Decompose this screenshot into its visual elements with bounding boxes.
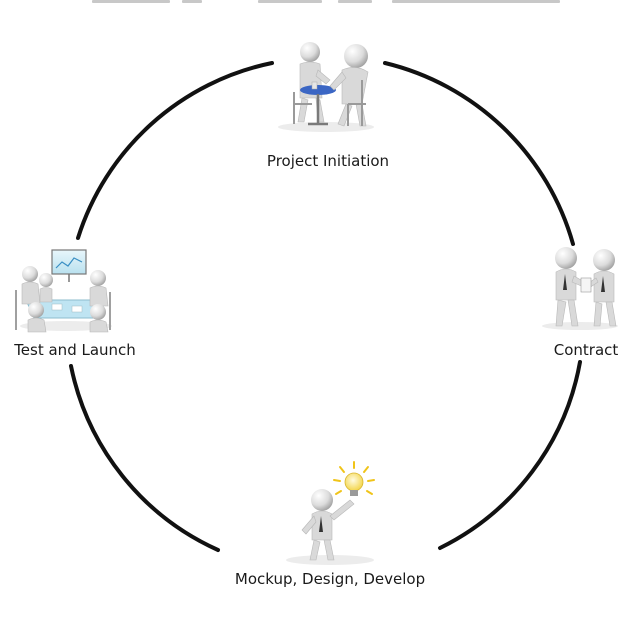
cycle-ring <box>69 61 582 552</box>
stage-label-contract: Contract <box>554 341 619 359</box>
test-launch-illustration <box>15 249 112 333</box>
stage-label-mockup-design-develop: Mockup, Design, Develop <box>235 570 425 588</box>
arc-test-to-initiation <box>76 61 274 240</box>
contract-illustration <box>542 247 618 330</box>
stage-label-project-initiation: Project Initiation <box>267 152 389 170</box>
arc-initiation-to-contract <box>383 61 575 246</box>
arc-contract-to-develop <box>438 360 582 550</box>
arc-develop-to-test <box>69 364 220 552</box>
project-initiation-illustration <box>278 42 374 132</box>
develop-idea-illustration <box>286 461 375 565</box>
stage-label-test-and-launch: Test and Launch <box>13 341 136 359</box>
cropped-title-fragment <box>92 0 560 3</box>
